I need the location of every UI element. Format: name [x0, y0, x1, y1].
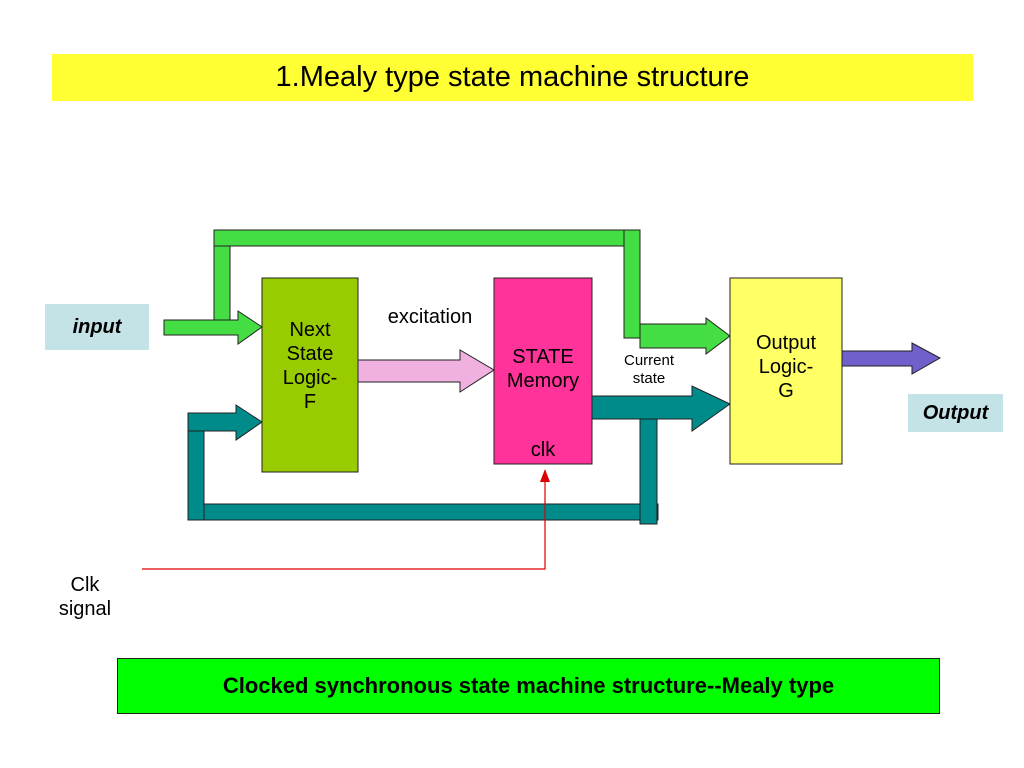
- state-feedback-path: [187, 404, 659, 525]
- next-state-line4: F: [303, 391, 317, 413]
- input-arrow: [163, 310, 263, 345]
- clk-signal-line1: Clk: [70, 574, 100, 596]
- next-state-line1: Next: [289, 319, 331, 341]
- next-state-line2: State: [286, 343, 334, 365]
- output-logic-line1: Output: [755, 332, 817, 354]
- caption-text: Clocked synchronous state machine struct…: [222, 673, 835, 698]
- input-label-text: input: [72, 315, 122, 338]
- state-memory-clk-label: clk: [494, 438, 592, 462]
- clk-text: clk: [530, 439, 556, 461]
- current-state-arrow: [591, 385, 731, 432]
- clk-signal-label: Clk signal: [40, 573, 130, 621]
- state-memory-line1: STATE: [512, 346, 574, 368]
- output-logic-line2: Logic-: [758, 356, 814, 378]
- current-state-label: Current state: [608, 352, 690, 388]
- current-state-line1: Current: [623, 352, 675, 369]
- current-state-line2: state: [632, 370, 666, 387]
- output-arrow: [841, 342, 942, 375]
- next-state-logic-block: [261, 277, 359, 473]
- input-to-output-logic-path: [213, 229, 731, 355]
- excitation-arrow: [357, 349, 495, 393]
- title-banner: 1.Mealy type state machine structure: [52, 54, 973, 101]
- next-state-line3: Logic-: [282, 367, 338, 389]
- clock-signal-line: [142, 469, 550, 570]
- state-memory-block: [493, 277, 593, 465]
- page-title: 1.Mealy type state machine structure: [275, 61, 750, 93]
- output-logic-block: [729, 277, 843, 465]
- next-state-logic-label: Next State Logic- F: [262, 318, 358, 414]
- excitation-text: excitation: [387, 306, 473, 328]
- output-label-text: Output: [922, 401, 989, 424]
- caption-box: Clocked synchronous state machine struct…: [117, 658, 940, 714]
- state-memory-label: STATE Memory: [494, 345, 592, 393]
- excitation-label: excitation: [370, 305, 490, 329]
- state-memory-line2: Memory: [506, 370, 580, 392]
- output-logic-label: Output Logic- G: [730, 331, 842, 403]
- output-label: Output: [908, 394, 1003, 432]
- output-logic-line3: G: [778, 380, 794, 402]
- input-label: input: [45, 304, 149, 350]
- clk-signal-line2: signal: [58, 598, 112, 620]
